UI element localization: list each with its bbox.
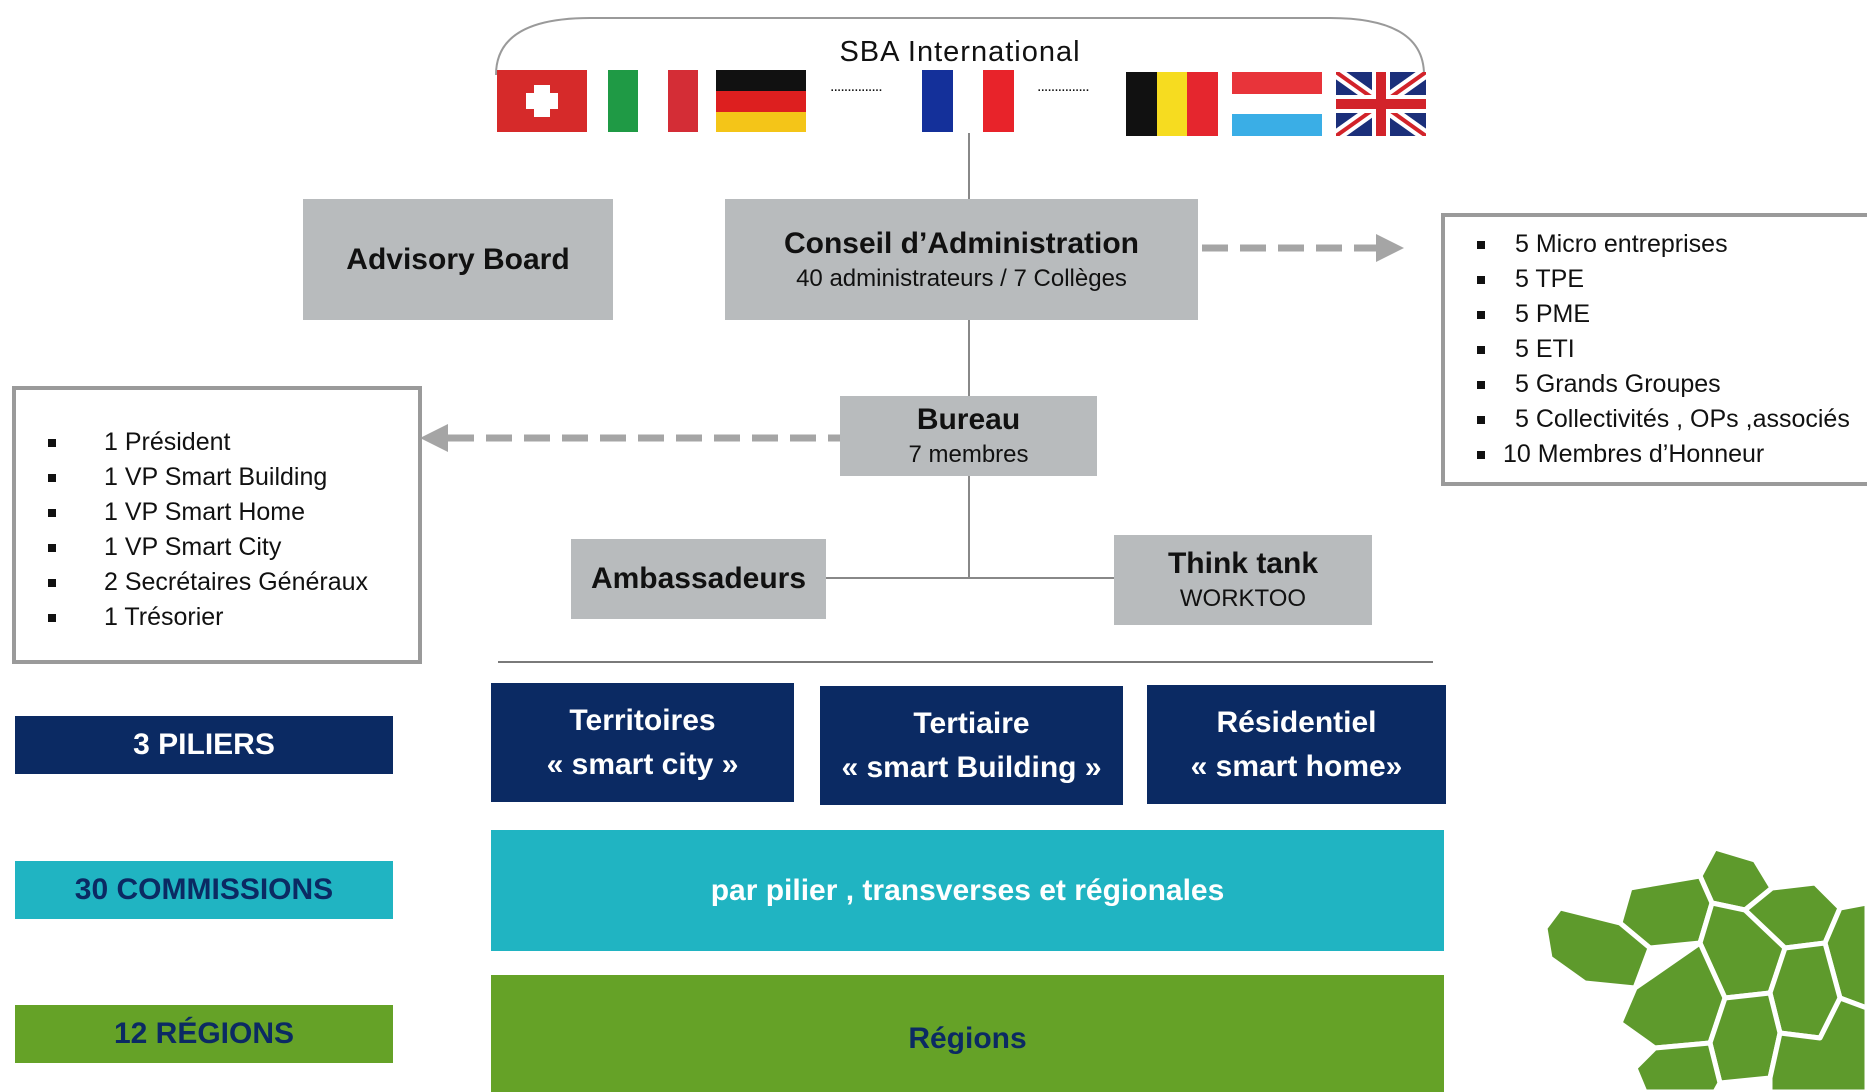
connector-bureau-branches <box>968 476 970 578</box>
flag-ellipsis-right: ............... <box>1037 78 1090 95</box>
list-item: 1 Président <box>16 425 418 460</box>
pilier-title: Territoires <box>569 704 716 737</box>
commissions-bar: par pilier , transverses et régionales <box>491 830 1444 951</box>
pilier-tertiaire: Tertiaire « smart Building » <box>820 686 1123 805</box>
list-item: 2 Secrétaires Généraux <box>16 565 418 600</box>
colleges-list: 5 Micro entreprises 5 TPE 5 PME 5 ETI 5 … <box>1445 227 1867 472</box>
connector-conseil-bureau <box>968 320 970 396</box>
list-item: 5 Collectivités , OPs ,associés <box>1445 402 1867 437</box>
list-item: 5 TPE <box>1445 262 1867 297</box>
belgian-flag <box>1126 72 1218 136</box>
list-item: 5 Micro entreprises <box>1445 227 1867 262</box>
list-item: 5 ETI <box>1445 332 1867 367</box>
bureau-members-list: 1 Président 1 VP Smart Building 1 VP Sma… <box>16 425 418 635</box>
flag-ellipsis-left: ............... <box>830 78 883 95</box>
commissions-bar-text: par pilier , transverses et régionales <box>710 873 1225 907</box>
pilier-residentiel: Résidentiel « smart home» <box>1147 685 1446 804</box>
section-divider <box>498 661 1433 663</box>
dashed-arrow-right-icon <box>1202 234 1404 262</box>
bureau-title: Bureau <box>916 403 1021 436</box>
connector-flags-conseil <box>968 133 970 200</box>
pilier-subtitle: « smart city » <box>546 747 739 781</box>
think-tank-box: Think tank WORKTOO <box>1114 535 1372 625</box>
german-flag <box>716 70 806 132</box>
label-commissions: 30 COMMISSIONS <box>15 861 393 919</box>
think-tank-subtitle: WORKTOO <box>1179 585 1307 612</box>
label-piliers: 3 PILIERS <box>15 716 393 774</box>
org-title: SBA International <box>839 36 1081 68</box>
list-item: 10 Membres d’Honneur <box>1445 437 1867 472</box>
connector-branches <box>826 577 1116 579</box>
list-item: 1 VP Smart Building <box>16 460 418 495</box>
regions-bar-text: Régions <box>908 1022 1027 1055</box>
regions-bar: Régions <box>491 975 1444 1092</box>
conseil-title: Conseil d’Administration <box>783 226 1140 260</box>
pilier-subtitle: « smart home» <box>1190 749 1403 783</box>
dashed-arrow-left-icon <box>420 424 840 452</box>
luxembourg-flag <box>1232 72 1322 136</box>
france-map-icon <box>1542 848 1867 1092</box>
list-item: 5 PME <box>1445 297 1867 332</box>
colleges-list-box: 5 Micro entreprises 5 TPE 5 PME 5 ETI 5 … <box>1441 213 1867 486</box>
think-tank-title: Think tank <box>1167 547 1318 580</box>
italian-flag <box>608 70 698 132</box>
label-regions: 12 RÉGIONS <box>15 1005 393 1063</box>
advisory-board-box: Advisory Board <box>303 199 613 320</box>
pilier-territoires: Territoires « smart city » <box>491 683 794 802</box>
swiss-flag <box>497 70 587 132</box>
bureau-subtitle: 7 membres <box>908 441 1029 468</box>
bureau-members-box: 1 Président 1 VP Smart Building 1 VP Sma… <box>12 386 422 664</box>
list-item: 1 VP Smart City <box>16 530 418 565</box>
uk-flag <box>1336 72 1426 136</box>
advisory-board-title: Advisory Board <box>346 242 570 276</box>
pilier-title: Tertiaire <box>913 707 1030 740</box>
list-item: 1 Trésorier <box>16 600 418 635</box>
french-flag <box>922 70 1014 132</box>
ambassadeurs-box: Ambassadeurs <box>571 539 826 619</box>
pilier-subtitle: « smart Building » <box>841 750 1102 784</box>
conseil-box: Conseil d’Administration 40 administrate… <box>725 199 1198 320</box>
header-arc <box>495 17 1425 76</box>
bureau-box: Bureau 7 membres <box>840 396 1097 476</box>
pilier-title: Résidentiel <box>1216 706 1377 739</box>
ambassadeurs-title: Ambassadeurs <box>590 562 807 595</box>
list-item: 1 VP Smart Home <box>16 495 418 530</box>
list-item: 5 Grands Groupes <box>1445 367 1867 402</box>
conseil-subtitle: 40 administrateurs / 7 Collèges <box>796 264 1127 292</box>
